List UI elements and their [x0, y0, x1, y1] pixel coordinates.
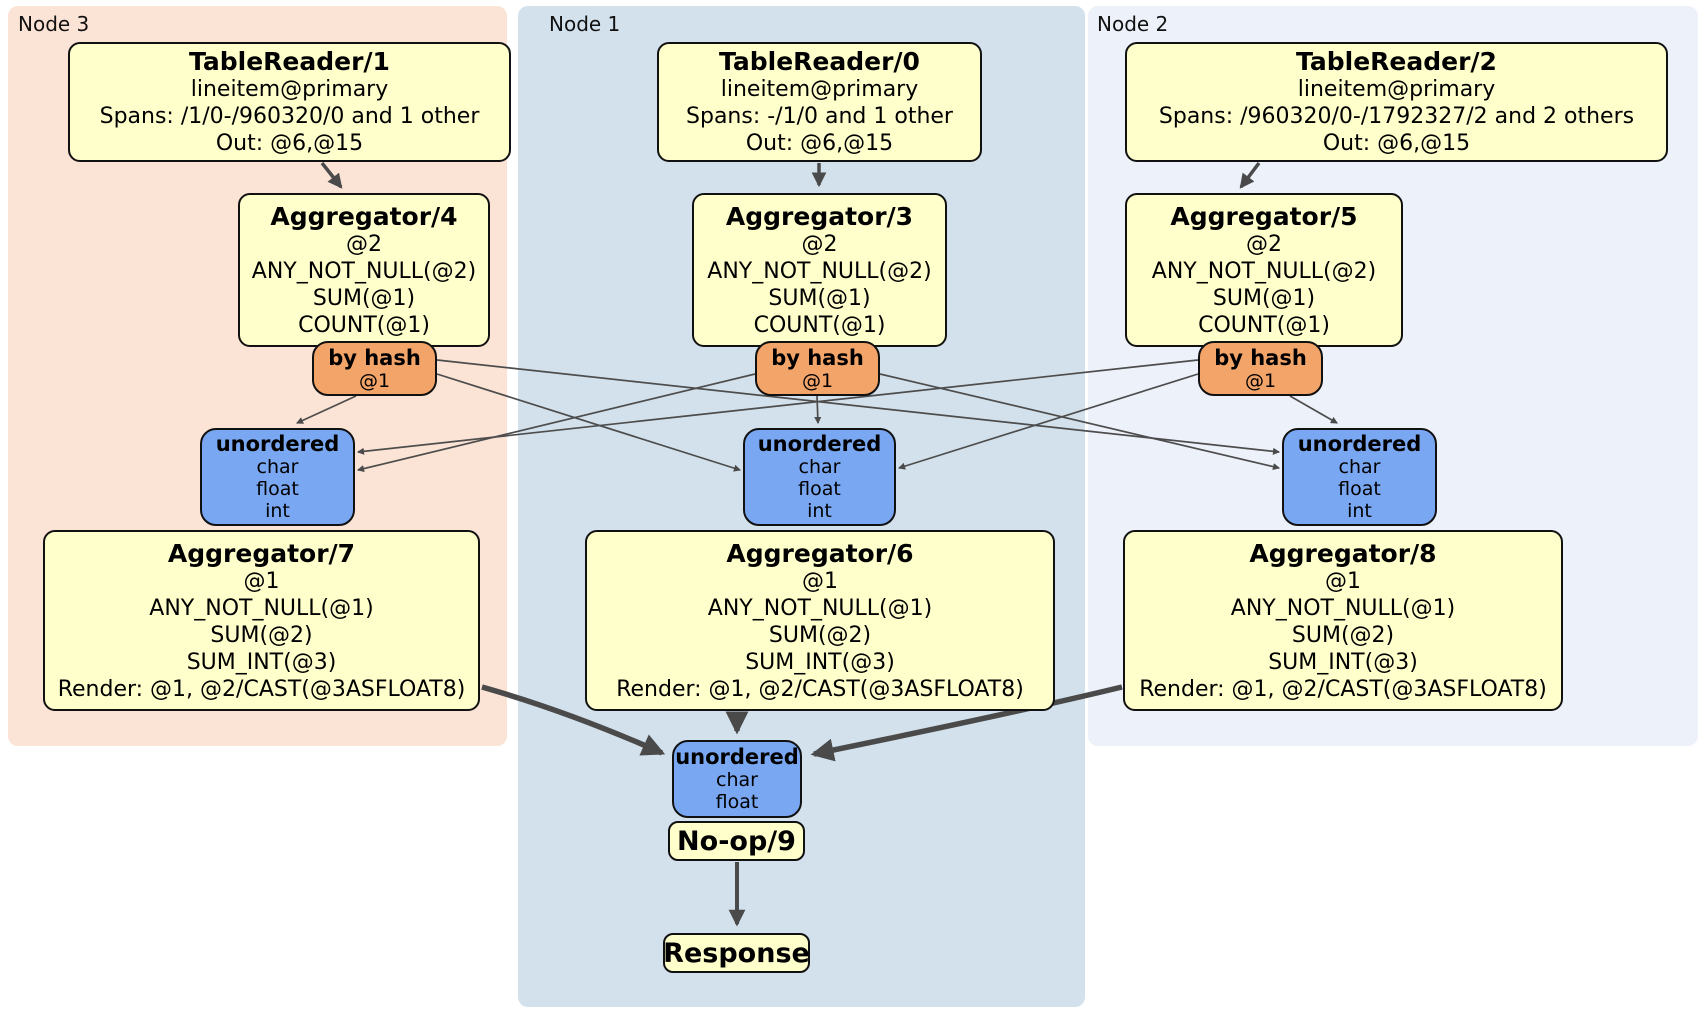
node-group-2-label: Node 2 [1097, 12, 1169, 36]
processor-title: TableReader/1 [189, 47, 390, 76]
processor-noop-9: No-op/9 [668, 821, 805, 861]
processor-title: Aggregator/5 [1170, 201, 1358, 231]
processor-aggregator-3: Aggregator/3 @2 ANY_NOT_NULL(@2) SUM(@1)… [692, 193, 947, 347]
processor-title: Aggregator/8 [1249, 538, 1437, 568]
sync-unordered-node2: unordered char float int [1282, 428, 1437, 526]
sync-unordered-node1: unordered char float int [743, 428, 896, 526]
sync-unordered-final: unordered char float [672, 740, 802, 818]
processor-aggregator-4: Aggregator/4 @2 ANY_NOT_NULL(@2) SUM(@1)… [238, 193, 490, 347]
processor-title: TableReader/2 [1296, 47, 1497, 76]
processor-title: TableReader/0 [719, 47, 920, 76]
processor-aggregator-8: Aggregator/8 @1 ANY_NOT_NULL(@1) SUM(@2)… [1123, 530, 1563, 711]
node-group-3-label: Node 3 [18, 12, 90, 36]
processor-title: Aggregator/4 [270, 201, 458, 231]
processor-response: Response [663, 933, 810, 973]
sync-unordered-node3: unordered char float int [200, 428, 355, 526]
processor-tablereader-0: TableReader/0 lineitem@primary Spans: -/… [657, 42, 982, 162]
processor-tablereader-1: TableReader/1 lineitem@primary Spans: /1… [68, 42, 511, 162]
processor-title: Aggregator/3 [725, 201, 914, 231]
router-by-hash-node1: by hash @1 [755, 341, 880, 396]
processor-aggregator-6: Aggregator/6 @1 ANY_NOT_NULL(@1) SUM(@2)… [585, 530, 1055, 711]
router-by-hash-node2: by hash @1 [1198, 341, 1323, 396]
processor-aggregator-7: Aggregator/7 @1 ANY_NOT_NULL(@1) SUM(@2)… [43, 530, 480, 711]
processor-title: Aggregator/6 [726, 538, 914, 568]
processor-title: Aggregator/7 [167, 538, 356, 568]
processor-aggregator-5: Aggregator/5 @2 ANY_NOT_NULL(@2) SUM(@1)… [1125, 193, 1403, 347]
router-by-hash-node3: by hash @1 [312, 341, 437, 396]
node-group-1-label: Node 1 [549, 12, 621, 36]
processor-tablereader-2: TableReader/2 lineitem@primary Spans: /9… [1125, 42, 1668, 162]
